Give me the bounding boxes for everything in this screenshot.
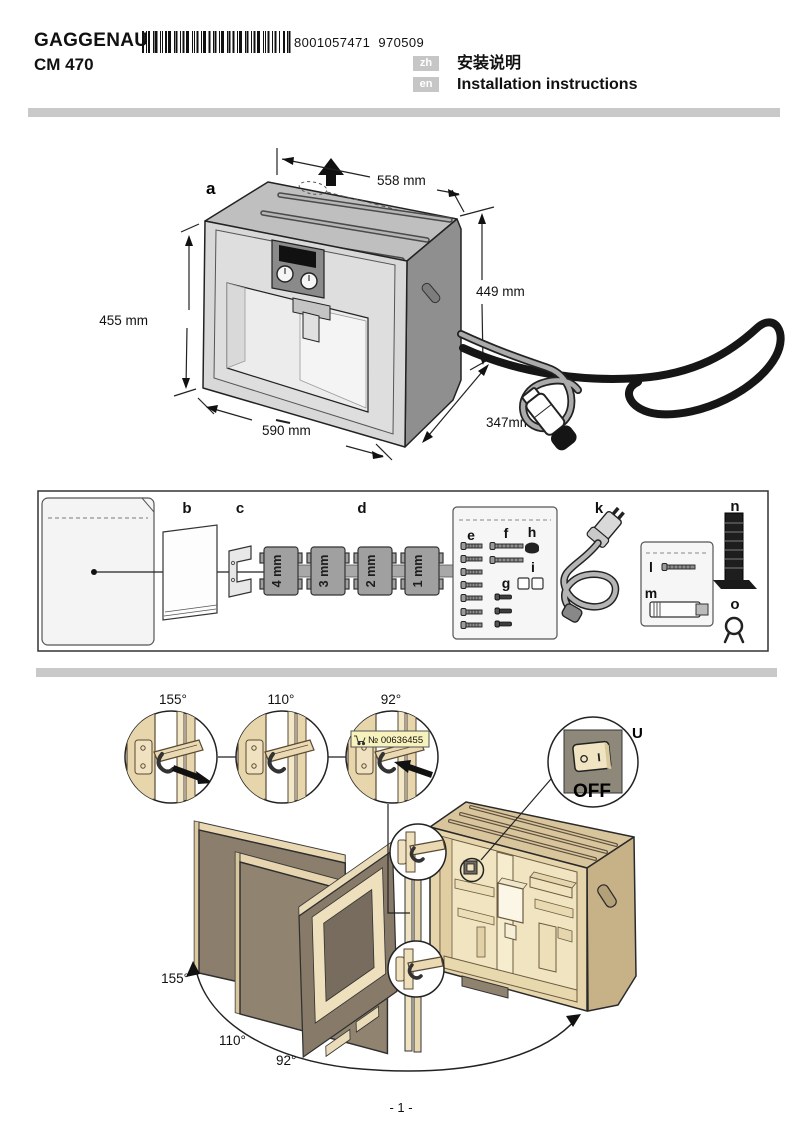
switch-on-mark — [597, 753, 601, 762]
part-label-d: d — [357, 500, 366, 517]
dim-left-label: 455 mm — [99, 313, 148, 328]
part-label-b: b — [182, 500, 191, 517]
appliance-carcass — [429, 801, 637, 1012]
brew-unit — [497, 882, 524, 924]
switch-callout-circle — [459, 857, 485, 883]
installation-diagram: 155° 110° 92° 155° 110° 92° № 00636455 O… — [124, 692, 643, 1072]
part-label-c: c — [236, 500, 244, 517]
figure-label-a: a — [206, 179, 216, 198]
title-zh: 安装说明 — [457, 55, 522, 72]
language-badge-en: en — [413, 77, 439, 92]
divider-bar-top — [28, 108, 780, 117]
language-badge-zh: zh — [413, 56, 439, 71]
door-angle-92: 92° — [276, 1053, 296, 1068]
part-label-k: k — [595, 500, 604, 517]
spacer-1mm-label: 1 mm — [411, 555, 425, 588]
part-o-clip — [723, 616, 745, 644]
part-label-h: h — [528, 524, 537, 540]
part-label-g: g — [502, 575, 511, 591]
replacement-part-tag: № 00636455 — [350, 730, 430, 748]
dim-depth-label: 347mm — [486, 415, 531, 430]
part-k-power-cord — [560, 506, 625, 623]
dim-right-label: 449 mm — [476, 284, 525, 299]
coffee-spout — [292, 297, 331, 321]
dim-depth — [423, 365, 488, 442]
power-cable — [457, 318, 785, 451]
dim-left — [173, 223, 200, 397]
spacer-4mm-label: 4 mm — [270, 555, 284, 588]
screws-bag — [452, 506, 558, 640]
part-h-cap — [525, 542, 539, 554]
drawer-recess — [461, 975, 509, 999]
detail-connector-line — [387, 804, 410, 914]
hinge-angle-92: 92° — [381, 692, 401, 707]
barcode — [142, 31, 291, 53]
dim-bottom-label: 590 mm — [262, 423, 311, 438]
part-label-f: f — [504, 525, 509, 541]
off-label: OFF — [573, 781, 611, 802]
hinge-angle-155: 155° — [159, 692, 187, 707]
parts-kit-diagram: b c d 4 mm 3 mm 2 mm 1 mm e f h i g k — [37, 490, 769, 652]
power-plug — [521, 387, 577, 451]
part-label-i: i — [531, 559, 535, 575]
part-label-l: l — [649, 559, 653, 575]
part-n-bracket — [713, 512, 757, 589]
part-label-m: m — [645, 585, 657, 601]
coffee-machine-drawing — [202, 181, 462, 448]
replacement-part-number: № 00636455 — [368, 735, 423, 746]
part-label-o: o — [730, 596, 739, 613]
brand-logo: GAGGENAU — [34, 30, 149, 51]
page-number: - 1 - — [389, 1100, 413, 1115]
spacer-3mm-label: 3 mm — [317, 555, 331, 588]
display — [279, 245, 316, 268]
lock-arrow-icon — [394, 760, 411, 773]
door-angle-110: 110° — [219, 1033, 246, 1048]
part-d-spacers: 4 mm 3 mm 2 mm 1 mm — [259, 546, 454, 596]
switch-leader-line — [480, 778, 552, 861]
door-92 — [298, 840, 398, 1059]
machine-dimension-diagram: 558 mm 455 mm 449 mm 590 mm 347mm a — [99, 148, 785, 461]
model-number: CM 470 — [34, 55, 94, 74]
shopping-cart-icon — [354, 735, 366, 746]
control-panel — [271, 239, 325, 299]
spacer-2mm-label: 2 mm — [364, 555, 378, 588]
part-b-template — [162, 524, 218, 621]
dim-top-label: 558 mm — [377, 173, 426, 188]
door-angle-155: 155° — [161, 971, 189, 986]
lift-up-arrow-icon — [318, 158, 344, 186]
part-label-e: e — [467, 527, 475, 543]
coffee-niche — [226, 282, 369, 413]
hinge-angle-110: 110° — [268, 692, 295, 707]
part-c-bracket — [228, 545, 252, 598]
barcode-number: 8001057471 970509 — [294, 35, 425, 50]
switch-off-mark — [580, 754, 588, 763]
unlock-arrow-icon — [196, 771, 213, 784]
door-swing-arc — [195, 969, 578, 1072]
rocker-switch — [572, 740, 612, 773]
figure-label-u: U — [632, 725, 643, 742]
part-label-n: n — [730, 498, 739, 515]
part-m-tube — [649, 601, 709, 618]
divider-bar-middle — [36, 668, 777, 677]
part-i-covers — [517, 577, 530, 590]
title-en: Installation instructions — [457, 76, 638, 93]
